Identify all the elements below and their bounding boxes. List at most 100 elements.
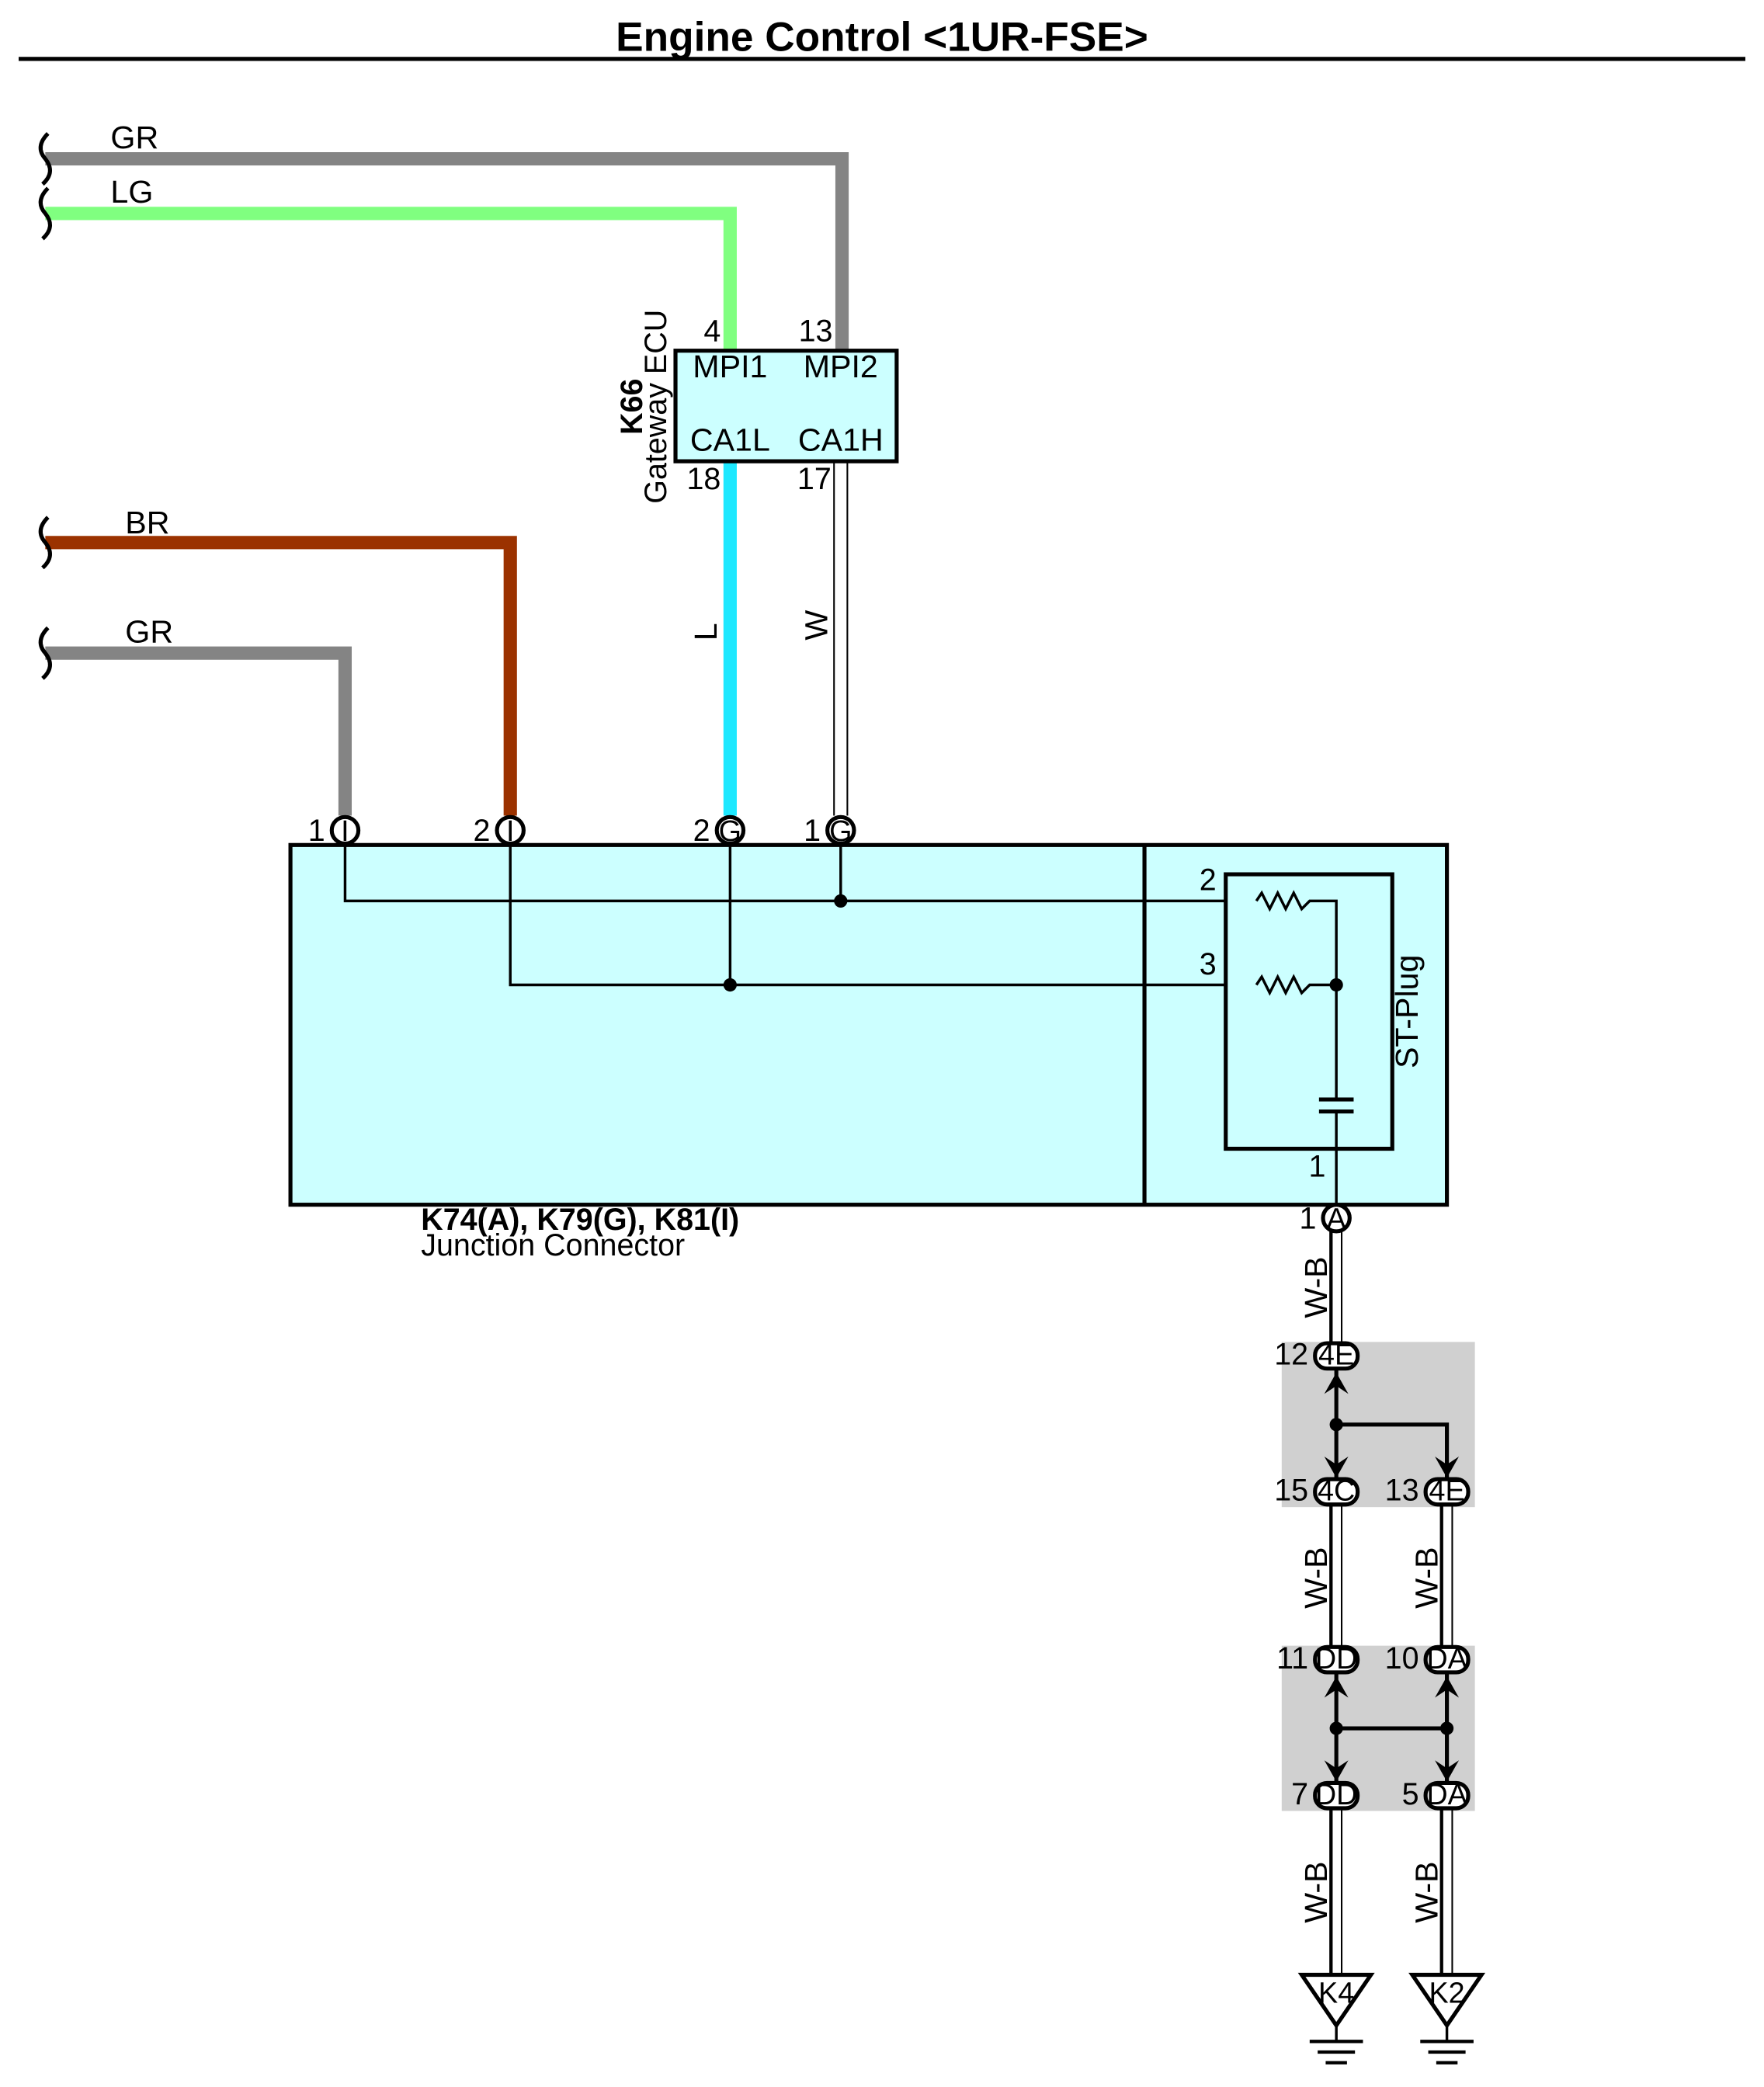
st-plug-pin-1: 1 bbox=[1308, 1150, 1325, 1184]
gateway-ecu-box bbox=[673, 349, 899, 464]
gateway-pin-ca1h: 17 bbox=[797, 462, 832, 496]
svg-text:K4: K4 bbox=[1318, 1977, 1354, 2009]
svg-text:G: G bbox=[719, 814, 741, 847]
page-title: Engine Control <1UR-FSE> bbox=[616, 15, 1148, 61]
wire-label-wb-3: W-B bbox=[1409, 1547, 1445, 1608]
svg-text:15: 15 bbox=[1274, 1474, 1308, 1508]
arrow-down-icon bbox=[1435, 1456, 1460, 1478]
bus-line-low bbox=[509, 845, 1257, 987]
svg-text:4C: 4C bbox=[1318, 1474, 1355, 1507]
svg-text:1: 1 bbox=[308, 814, 325, 848]
wire-wb-a bbox=[1329, 1231, 1343, 1344]
resistor-icon bbox=[1255, 890, 1338, 985]
junction-dot bbox=[1329, 1721, 1343, 1735]
svg-text:K2: K2 bbox=[1429, 1977, 1464, 2009]
jc-pin-2-g: G 2 bbox=[693, 814, 746, 848]
arrow-down-icon bbox=[1324, 1456, 1349, 1478]
junction-dot bbox=[834, 894, 848, 908]
svg-text:5: 5 bbox=[1402, 1777, 1419, 1811]
svg-text:11: 11 bbox=[1276, 1641, 1308, 1676]
wire-break-gr-mid bbox=[38, 626, 52, 680]
bus-line-high bbox=[343, 845, 1257, 903]
wire-label-wb-2: W-B bbox=[1298, 1547, 1334, 1608]
wire-break-br bbox=[38, 516, 52, 570]
splice-2-connector-top-right: DA 10 bbox=[1385, 1641, 1471, 1676]
gateway-ecu-name: Gateway ECU bbox=[639, 310, 673, 504]
st-plug-box bbox=[1224, 872, 1394, 1151]
st-plug-label: ST-Plug bbox=[1389, 955, 1425, 1068]
splice-2-connector-bottom-right: DA 5 bbox=[1402, 1777, 1471, 1811]
svg-text:2: 2 bbox=[693, 814, 710, 848]
svg-text:1: 1 bbox=[1299, 1202, 1316, 1236]
st-plug-pin-2: 2 bbox=[1200, 863, 1217, 898]
svg-text:DA: DA bbox=[1426, 1642, 1467, 1675]
splice-1-branch bbox=[1336, 1422, 1450, 1480]
svg-text:13: 13 bbox=[1385, 1474, 1419, 1508]
svg-text:I: I bbox=[341, 814, 349, 847]
jc-pin-1-i: I 1 bbox=[308, 814, 361, 848]
junction-dot bbox=[723, 978, 737, 992]
junction-connector-id: K74(A), K79(G), K81(I) bbox=[421, 1203, 739, 1237]
svg-text:G: G bbox=[829, 814, 852, 847]
gateway-ecu-id: K66 bbox=[615, 379, 649, 435]
gateway-terminal-ca1l: CA1L bbox=[690, 422, 770, 457]
svg-text:4E: 4E bbox=[1429, 1474, 1464, 1507]
jc-pin-1-a: A 1 bbox=[1299, 1202, 1352, 1236]
ground-point-k2: K2 bbox=[1408, 1972, 1486, 2030]
svg-text:7: 7 bbox=[1291, 1777, 1308, 1811]
svg-text:DA: DA bbox=[1426, 1778, 1467, 1811]
arrow-up-icon bbox=[1324, 1372, 1349, 1394]
junction-dot bbox=[1329, 1418, 1343, 1432]
svg-text:I: I bbox=[506, 814, 515, 847]
ground-icon bbox=[1309, 2025, 1363, 2064]
resistor-icon bbox=[1255, 974, 1337, 996]
splice-1-connector-top: 4E 12 bbox=[1274, 1338, 1360, 1372]
wire-label-w: W bbox=[799, 610, 835, 641]
wire-gr-mid bbox=[45, 646, 352, 816]
wire-label-wb-4: W-B bbox=[1298, 1861, 1334, 1922]
svg-text:10: 10 bbox=[1385, 1641, 1419, 1676]
svg-text:1: 1 bbox=[804, 814, 821, 848]
svg-text:2: 2 bbox=[474, 814, 491, 848]
wire-label-wb-1: W-B bbox=[1298, 1256, 1334, 1318]
ground-icon bbox=[1420, 2025, 1474, 2064]
arrow-down-icon bbox=[1324, 1760, 1349, 1782]
jc-pin-2-i: I 2 bbox=[474, 814, 526, 848]
svg-text:4E: 4E bbox=[1318, 1339, 1354, 1371]
gateway-pin-mpi2: 13 bbox=[799, 314, 833, 349]
wire-gr-top bbox=[45, 151, 849, 349]
gateway-pin-ca1l: 18 bbox=[686, 462, 721, 496]
splice-1-connector-bottom-right: 4E 13 bbox=[1385, 1474, 1471, 1508]
ground-point-k4: K4 bbox=[1297, 1972, 1375, 2030]
gateway-pin-mpi1: 4 bbox=[703, 314, 721, 349]
st-plug-pin-3: 3 bbox=[1200, 947, 1217, 981]
wire-label-gr-mid: GR bbox=[125, 613, 173, 649]
svg-text:12: 12 bbox=[1274, 1338, 1308, 1372]
wire-label-l: L bbox=[688, 623, 724, 641]
arrow-down-icon bbox=[1435, 1760, 1460, 1782]
wire-label-lg: LG bbox=[110, 174, 153, 210]
wire-wb-right-bottom bbox=[1439, 1807, 1453, 1975]
wire-wb-left-bottom bbox=[1329, 1807, 1343, 1975]
wire-break-lg bbox=[38, 186, 52, 241]
gateway-terminal-ca1h: CA1H bbox=[798, 422, 884, 457]
gateway-terminal-mpi2: MPI2 bbox=[804, 349, 878, 384]
jc-pin-1-g: G 1 bbox=[804, 814, 856, 848]
wire-label-br: BR bbox=[125, 505, 169, 540]
wire-lg bbox=[45, 207, 737, 349]
junction-connector-name: Junction Connector bbox=[421, 1228, 685, 1262]
splice-1-connector-bottom-left: 4C 15 bbox=[1274, 1474, 1360, 1508]
arrow-up-icon bbox=[1324, 1676, 1349, 1698]
wire-wb-right-mid bbox=[1439, 1504, 1453, 1648]
wire-br bbox=[45, 536, 517, 816]
gateway-terminal-mpi1: MPI1 bbox=[693, 349, 767, 384]
wire-label-wb-5: W-B bbox=[1409, 1861, 1445, 1922]
svg-text:DD: DD bbox=[1315, 1778, 1358, 1811]
arrow-up-icon bbox=[1435, 1676, 1460, 1698]
wire-break-gr-top bbox=[38, 132, 52, 186]
wire-label-gr-top: GR bbox=[110, 120, 158, 155]
junction-dot bbox=[1440, 1721, 1454, 1735]
svg-text:A: A bbox=[1327, 1203, 1347, 1235]
wire-wb-left-mid bbox=[1329, 1504, 1343, 1648]
